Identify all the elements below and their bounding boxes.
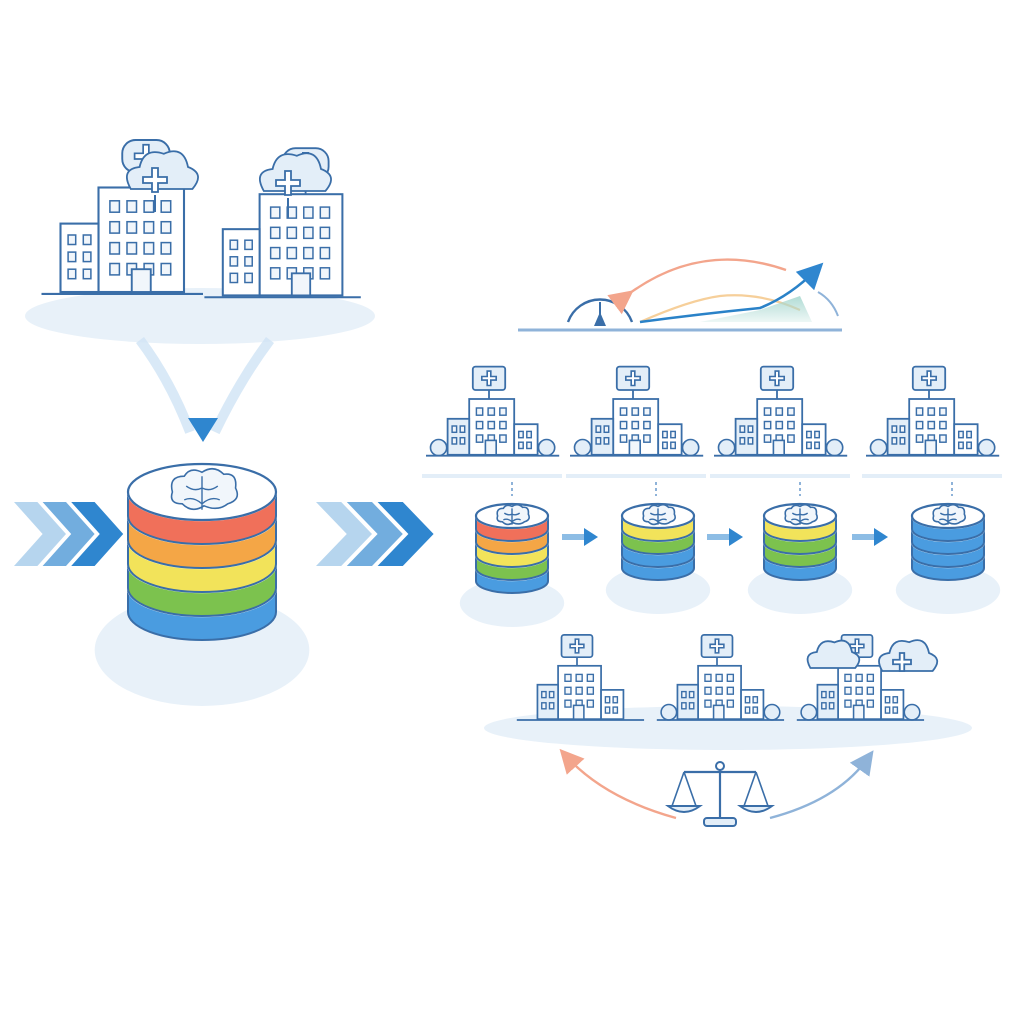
site-model-3 [747,502,853,614]
feedback-arrow [607,258,787,315]
site-hospital-1 [425,365,560,457]
ground-shadow [605,566,711,614]
brain-icon [932,503,966,526]
building-wing [657,423,683,456]
building-wing [600,689,625,720]
fairness-hospital-2 [656,633,785,721]
central-model [94,462,310,706]
chevron-icon [316,502,372,566]
bush-icon [429,438,448,457]
chevron-icon [42,502,95,566]
hospital-left [41,139,204,295]
ground-shadow [25,288,375,344]
door-icon [628,439,642,456]
building-wing [886,417,911,456]
chevron-arrows-left [14,502,124,566]
small-arrow-icon [707,528,743,546]
bush-icon [825,438,844,457]
brain-icon [170,468,239,511]
chevron-icon [377,502,434,566]
building-wing [953,423,979,456]
ground-shadow [459,579,565,627]
site-model-1 [459,502,565,627]
medical-cross-icon [768,370,786,387]
bush-icon [977,438,996,457]
bush-icon [903,703,921,721]
arrow-down-icon [188,418,218,442]
building-wing [734,417,759,456]
balance-scale-icon [664,761,776,827]
hospital-right [204,147,361,299]
site-model-4 [895,502,1001,614]
feedback-arrow-left [559,748,677,820]
bush-icon [537,438,556,457]
door-icon [290,272,312,297]
building-wing [221,228,261,297]
chevron-icon [346,502,403,566]
brain-icon [784,503,818,526]
bush-icon [717,438,736,457]
door-icon [924,439,938,456]
door-icon [484,439,498,456]
ground-line [566,474,706,478]
medical-cross-icon [624,370,642,387]
gauge-icon [566,298,634,326]
small-arrow-icon [562,528,598,546]
trend-arrow-icon [639,262,824,324]
building-wing [446,417,471,456]
building-wing [536,683,559,720]
door-icon [130,268,152,293]
bush-icon [763,703,781,721]
medical-cross-icon [142,167,168,193]
medical-cross-icon [920,370,938,387]
building-wing [590,417,615,456]
medical-cross-icon [275,170,301,196]
small-arrow-icon [852,528,888,546]
site-hospital-4 [865,365,1000,457]
medical-cross-icon [849,638,865,654]
site-hospital-2 [569,365,704,457]
chevron-icon [71,502,124,566]
site-hospital-3 [713,365,848,457]
bush-icon [681,438,700,457]
site-model-2 [605,502,711,614]
bush-icon [573,438,592,457]
medical-cross-icon [480,370,498,387]
chevron-icon [14,502,66,566]
building-wing [880,689,905,720]
ground-line [422,474,562,478]
brain-icon [642,503,676,526]
building-wing [513,423,539,456]
fairness-hospital-3 [796,633,925,721]
building-wing [676,683,699,720]
chevron-arrows-right [316,502,434,566]
medical-cross-icon [892,652,912,672]
medical-cross-icon [709,638,725,654]
door-icon [712,704,725,720]
ground-shadow [747,566,853,614]
fairness-hospital-1 [516,633,645,721]
performance-trend [518,258,842,332]
medical-cross-icon [569,638,585,654]
brain-icon [496,503,530,526]
bush-icon [800,703,818,721]
building-wing [816,683,839,720]
ground-shadow [895,566,1001,614]
building-wing [801,423,827,456]
tree-icon [878,639,939,672]
door-icon [772,439,786,456]
ground-line [710,474,850,478]
data-flow-arrows [135,337,275,442]
building-wing [740,689,765,720]
building-wing [59,222,100,294]
tree-icon [806,639,861,669]
bush-icon [869,438,888,457]
ground-line [862,474,1002,478]
bush-icon [660,703,678,721]
door-icon [572,704,585,720]
feedback-arrow-right [769,750,874,820]
door-icon [852,704,865,720]
